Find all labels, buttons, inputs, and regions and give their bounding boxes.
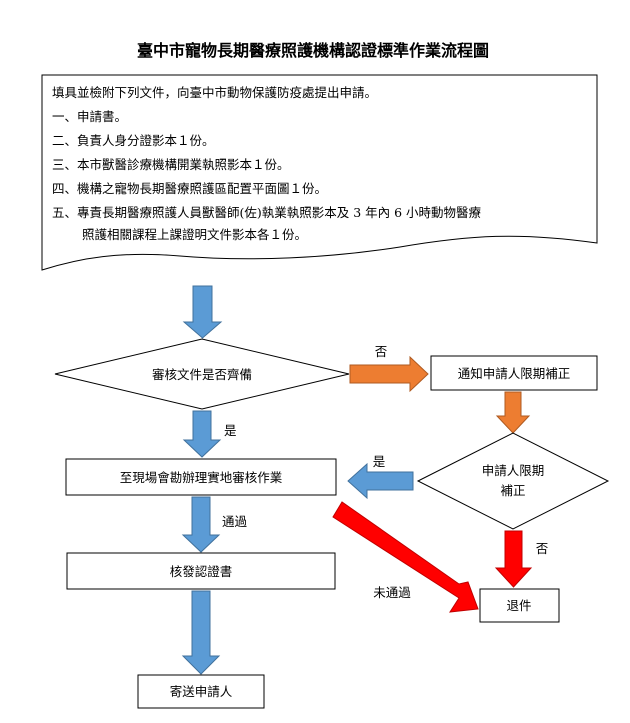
documents-item-5-continuation: 照護相關課程上課證明文件影本各１份。 bbox=[82, 227, 307, 242]
notify-box bbox=[430, 355, 598, 391]
correction-decision-label-line1: 申請人限期 bbox=[482, 463, 545, 478]
documents-item-1: 一、申請書。 bbox=[52, 109, 127, 124]
send-box bbox=[137, 674, 265, 709]
label-review-no: 否 bbox=[375, 344, 388, 359]
arrow-documents-to-review bbox=[182, 285, 223, 339]
documents-item-5: 五、專責長期醫療照護人員獸醫師(佐)執業執照影本及 3 年內 6 小時動物醫療 bbox=[52, 205, 482, 220]
arrow-inspect-to-issue bbox=[181, 496, 221, 553]
review-decision bbox=[54, 338, 350, 410]
documents-item-3: 三、本市獸醫診療機構開業執照影本１份。 bbox=[52, 157, 290, 172]
arrow-correction-to-inspect bbox=[347, 462, 414, 500]
issue-box bbox=[66, 552, 336, 590]
correction-decision-label-line2: 補正 bbox=[500, 483, 525, 498]
return-box bbox=[479, 588, 560, 623]
issue-box-label: 核發認證書 bbox=[170, 564, 233, 579]
label-correction-yes: 是 bbox=[373, 454, 386, 469]
inspect-box bbox=[65, 458, 337, 496]
return-box-label: 退件 bbox=[506, 598, 531, 613]
inspect-box-label: 至現場會勘辦理實地審核作業 bbox=[120, 470, 283, 485]
documents-box bbox=[41, 74, 598, 271]
correction-decision bbox=[416, 432, 610, 530]
send-box-label: 寄送申請人 bbox=[170, 684, 233, 699]
label-inspect-fail: 未通過 bbox=[373, 585, 411, 600]
label-correction-no: 否 bbox=[536, 541, 549, 556]
page-title: 臺中市寵物長期醫療照護機構認證標準作業流程圖 bbox=[137, 41, 489, 60]
arrow-issue-to-send bbox=[181, 590, 221, 675]
arrow-inspect-to-return bbox=[332, 501, 479, 613]
documents-item-2: 二、負責人身分證影本１份。 bbox=[52, 133, 215, 148]
arrow-correction-to-return bbox=[494, 530, 533, 588]
review-decision-label: 審核文件是否齊備 bbox=[152, 367, 252, 382]
label-inspect-pass: 通過 bbox=[222, 514, 248, 529]
documents-intro: 填具並檢附下列文件，向臺中市動物保護防疫處提出申請。 bbox=[52, 85, 377, 100]
documents-item-4: 四、機構之寵物長期醫療照護區配置平面圖１份。 bbox=[52, 181, 327, 196]
arrow-review-to-inspect bbox=[182, 410, 222, 458]
arrow-notify-to-correct bbox=[495, 391, 531, 434]
arrow-review-to-notify bbox=[349, 355, 429, 393]
notify-box-label: 通知申請人限期補正 bbox=[458, 366, 571, 381]
label-review-yes: 是 bbox=[224, 423, 237, 438]
